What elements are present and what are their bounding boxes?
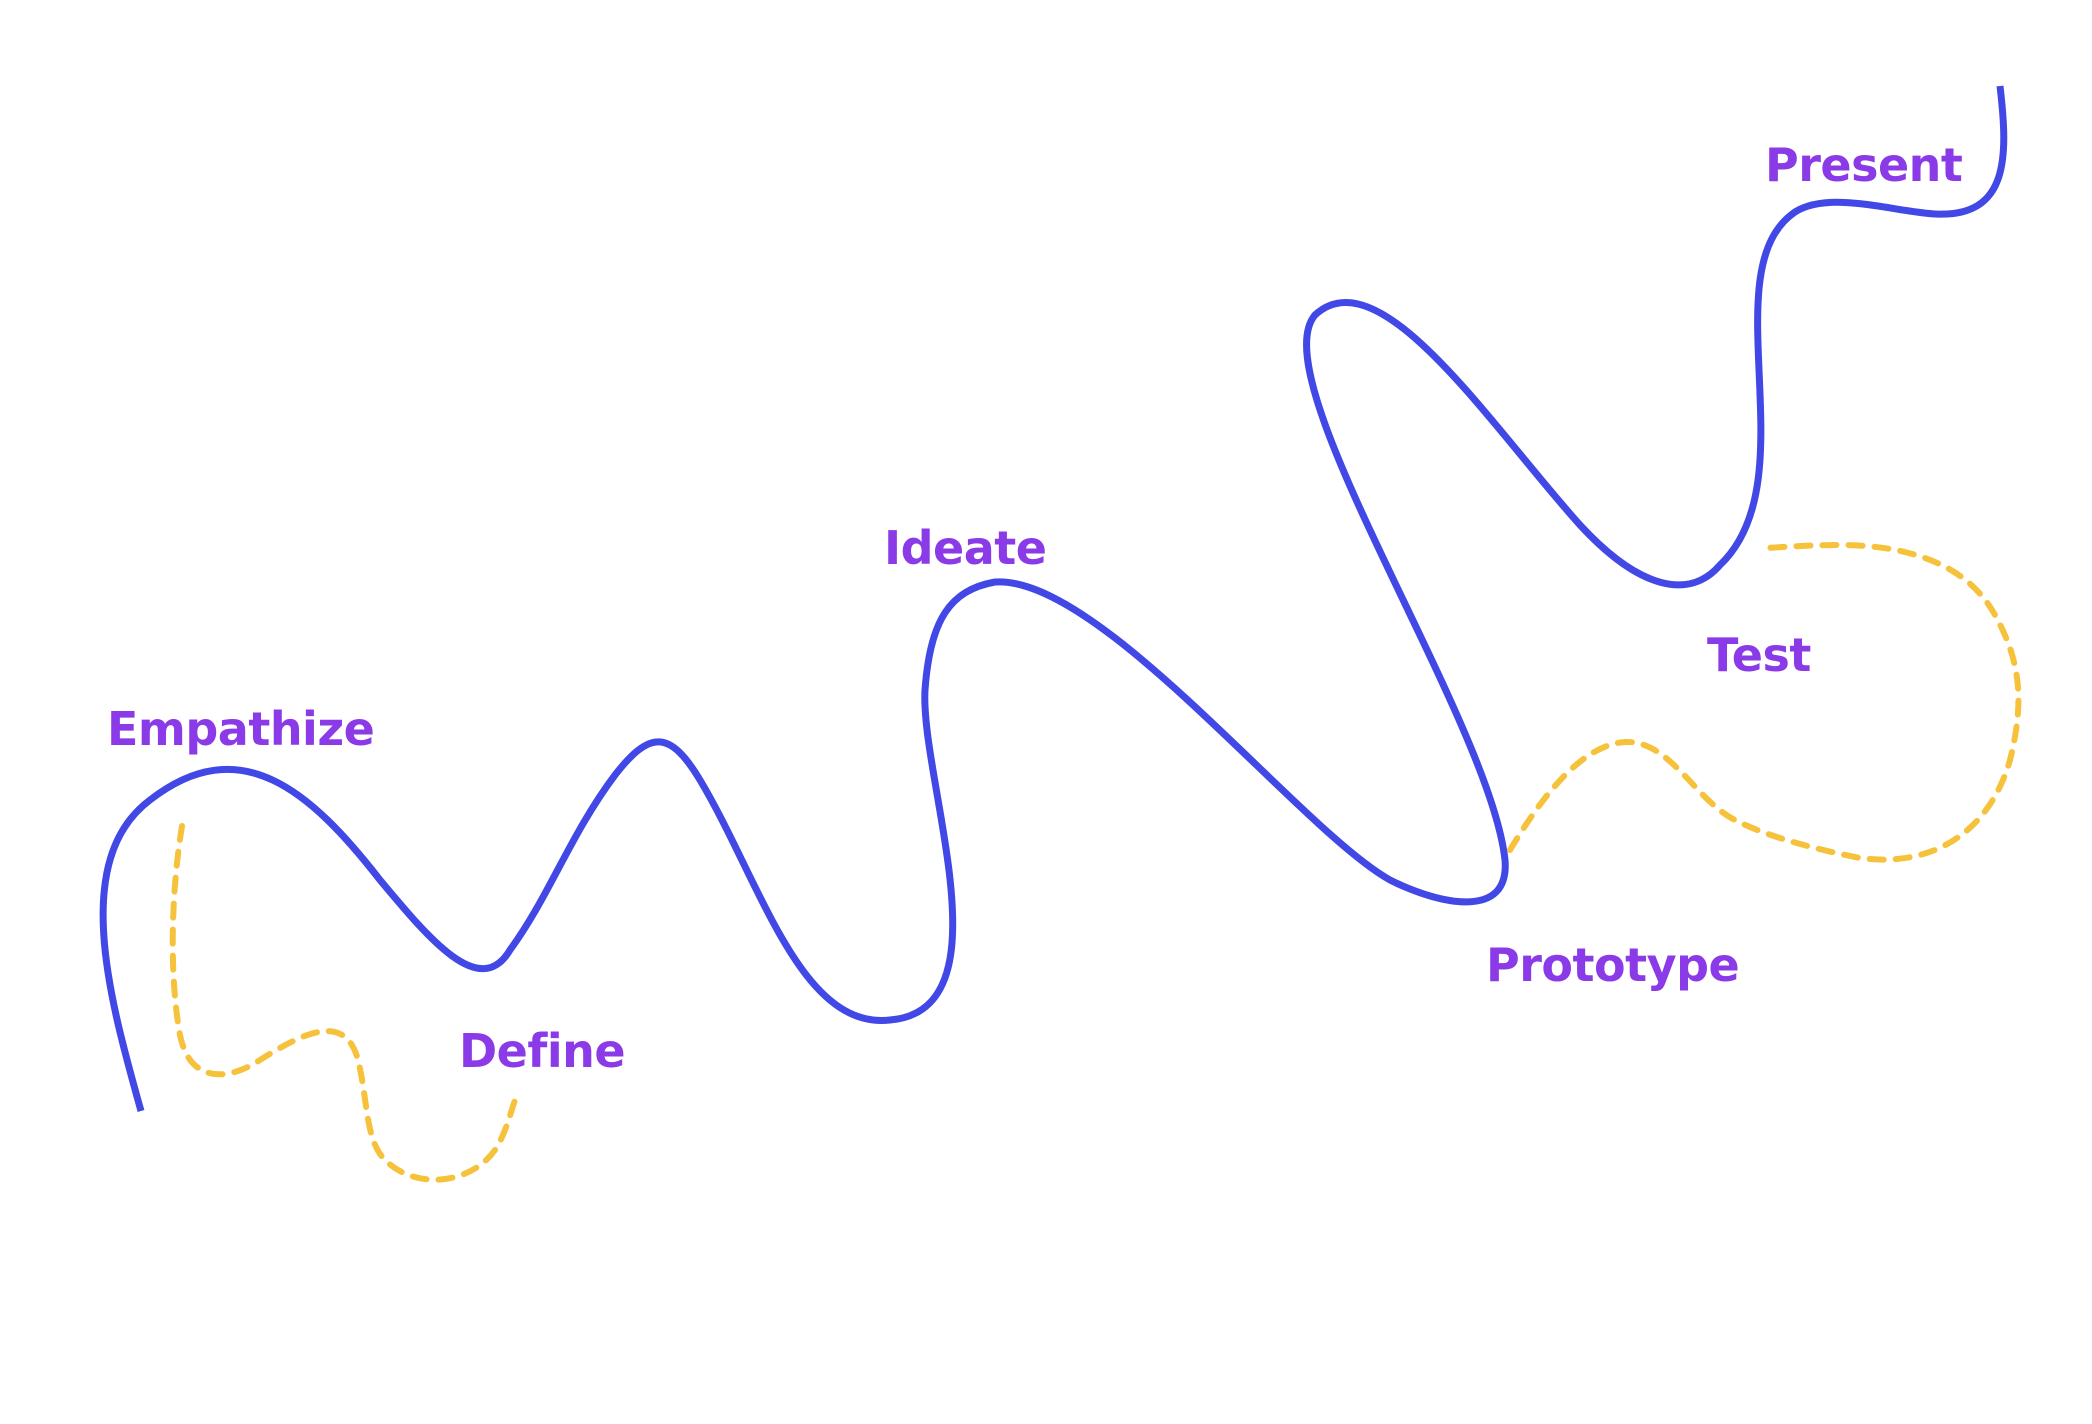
- stage-label-empathize: Empathize: [107, 702, 374, 756]
- stage-label-prototype: Prototype: [1486, 938, 1739, 992]
- stage-label-ideate: Ideate: [884, 521, 1046, 575]
- stage-label-test: Test: [1707, 628, 1811, 682]
- stage-label-define: Define: [459, 1024, 625, 1078]
- define-iteration-loop: [169, 823, 518, 1183]
- stage-label-present: Present: [1765, 138, 1962, 192]
- test-iteration-loop: [1507, 541, 2022, 863]
- process-path: [99, 85, 2008, 1112]
